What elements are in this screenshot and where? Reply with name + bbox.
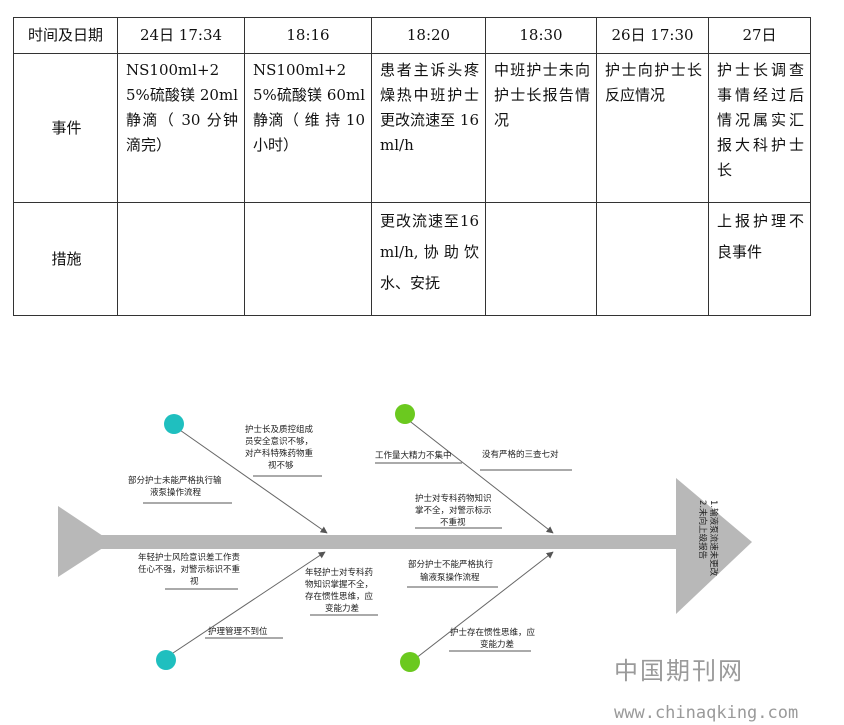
table-header-row: 时间及日期 24日 17:34 18:16 18:20 18:30 26日 17… [13, 17, 811, 54]
header-cell-1816: 18:16 [244, 17, 372, 54]
bone-lower-left [166, 551, 326, 658]
watermark-url: www.chinaqking.com [614, 703, 799, 723]
bone-start-dot-green-bottom [400, 652, 420, 672]
cause-bottom-right-1: 部分护士不能严格执行 输液泵操作流程 [408, 559, 496, 583]
bone-start-dot-green-top [395, 404, 415, 424]
measure-cell: 上报护理不良事件 [708, 202, 811, 316]
watermark-site-name: 中国期刊网 [614, 657, 744, 685]
bone-start-dot-teal-top [164, 414, 184, 434]
row-label-measure: 措施 [13, 202, 118, 316]
cause-top-right-2: 没有严格的三查七对 [482, 449, 559, 460]
incident-timeline-table: 时间及日期 24日 17:34 18:16 18:20 18:30 26日 17… [13, 17, 811, 316]
measure-cell: 更改流速至16ml/h,协助饮水、安抚 [371, 202, 486, 316]
cause-bottom-right-2: 护士存在惯性思维，应 变能力差 [450, 627, 538, 650]
bone-upper-left [176, 427, 328, 534]
bone-start-dot-teal-bottom [156, 650, 176, 670]
event-cell: NS100ml+25%硫酸镁 20ml 静滴（ 30 分钟滴完） [117, 53, 245, 203]
cause-top-left-1: 护士长及质控组成 员安全意识不够， 对产科特殊药物重 视不够 [245, 424, 316, 471]
cause-top-right-1: 工作量大精力不集中 [375, 450, 452, 461]
header-cell-1830: 18:30 [485, 17, 597, 54]
measure-cell [117, 202, 245, 316]
fishbone-head-line-2: 2.未向上级报告 [697, 500, 708, 559]
event-cell: NS100ml+25%硫酸镁 60ml 静滴（ 维 持 10 小时） [244, 53, 372, 203]
row-label-event: 事件 [13, 53, 118, 203]
cause-top-right-3: 护士对专科药物知识 掌不全，对警示标示 不重视 [415, 493, 494, 528]
fishbone-tail [58, 506, 112, 577]
bone-lower-right [410, 551, 554, 663]
header-cell-27: 27日 [708, 17, 811, 54]
measure-cell [244, 202, 372, 316]
measure-cell [485, 202, 597, 316]
cause-bottom-left-1: 年轻护士风险意识差工作责 任心不强，对警示标识不重 视 [138, 552, 243, 587]
fishbone-head-line-1: 1.输液泵流速未更改 [708, 500, 719, 577]
fishbone-diagram: 1.输液泵流速未更改 2.未向上级报告 护士长及质控组成 员安全意识不够， 对产… [58, 404, 752, 672]
cause-top-left-2: 部分护士未能严格执行输 液泵操作流程 [128, 475, 224, 498]
fishbone-spine [100, 535, 700, 549]
event-cell: 护士长调查事情经过后情况属实汇报大科护士长 [708, 53, 811, 203]
header-cell-time-date: 时间及日期 [13, 17, 118, 54]
event-cell: 中班护士未向护士长报告情况 [485, 53, 597, 203]
cause-bottom-left-2: 年轻护士对专科药 物知识掌握不全， 存在惯性思维，应 变能力差 [305, 567, 376, 614]
event-cell: 患者主诉头疼燥热中班护士更改流速至 16ml/h [371, 53, 486, 203]
header-cell-24-1734: 24日 17:34 [117, 17, 245, 54]
header-cell-26-1730: 26日 17:30 [596, 17, 709, 54]
event-cell: 护士向护士长反应情况 [596, 53, 709, 203]
table-row-measure: 措施 更改流速至16ml/h,协助饮水、安抚 上报护理不良事件 [13, 202, 811, 316]
cause-bottom-left-3: 护理管理不到位 [208, 626, 268, 637]
table-row-event: 事件 NS100ml+25%硫酸镁 20ml 静滴（ 30 分钟滴完） NS10… [13, 53, 811, 203]
fishbone-head [676, 478, 752, 614]
header-cell-1820: 18:20 [371, 17, 486, 54]
measure-cell [596, 202, 709, 316]
bone-upper-right [406, 418, 554, 534]
